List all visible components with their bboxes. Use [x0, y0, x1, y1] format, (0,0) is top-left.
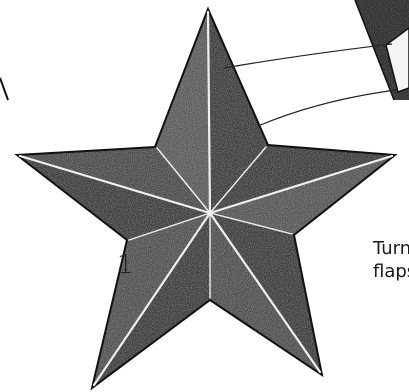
arrow-marker — [0, 78, 8, 100]
step-number: 1 — [117, 252, 134, 278]
caption-line-2: flaps — [373, 263, 409, 281]
caption-line-1: Turn — [373, 240, 409, 258]
detail-inset — [355, 0, 409, 100]
